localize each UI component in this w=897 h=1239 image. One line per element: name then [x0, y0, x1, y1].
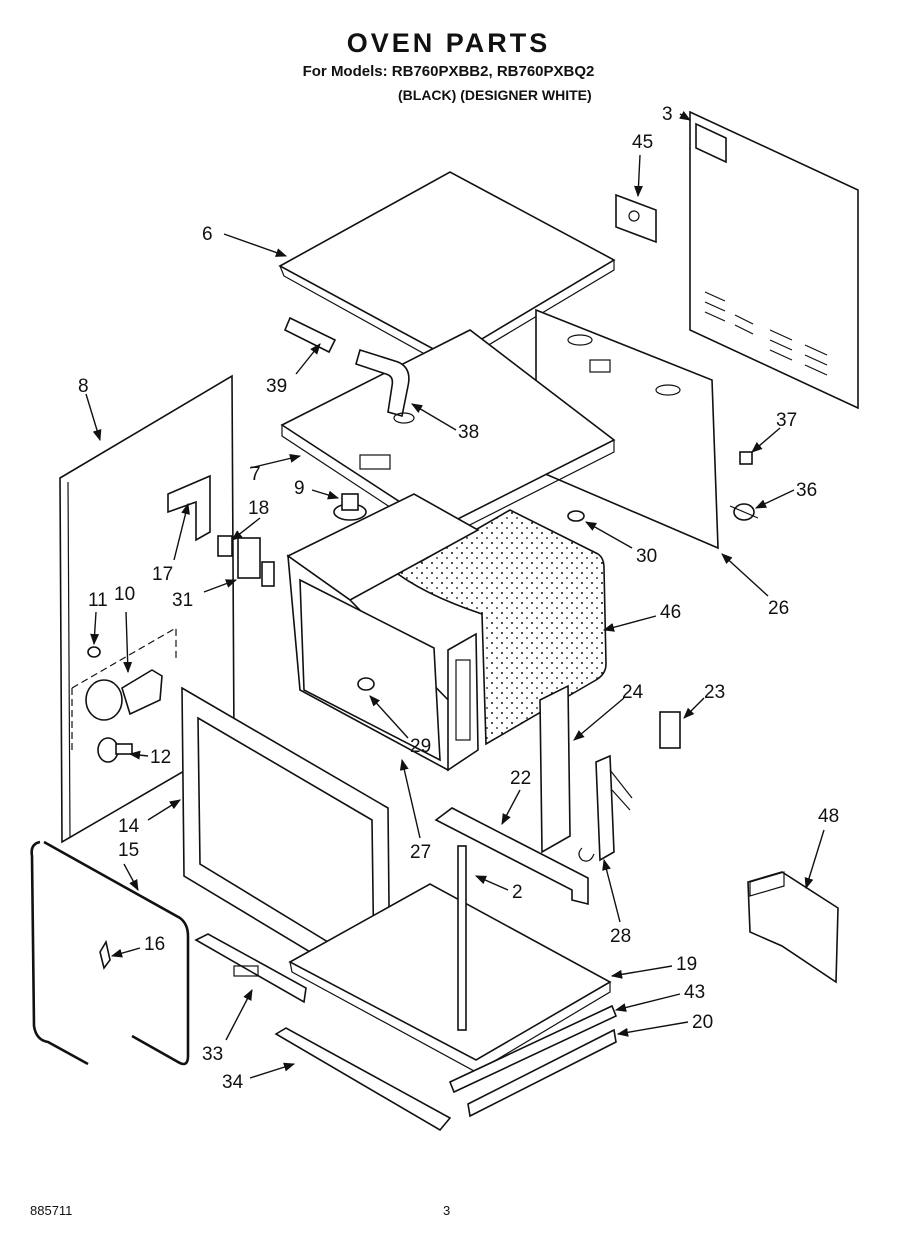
callout-27: 27 [410, 842, 431, 863]
part-hinge-28 [578, 754, 633, 862]
callout-8: 8 [78, 376, 89, 397]
callout-12: 12 [150, 747, 171, 768]
callout-28: 28 [610, 926, 631, 947]
callout-9: 9 [294, 478, 305, 499]
callout-6: 6 [202, 224, 213, 245]
callout-3: 3 [662, 104, 673, 125]
callout-29: 29 [410, 736, 431, 757]
part-bracket-23 [659, 711, 681, 749]
model-line: For Models: RB760PXBB2, RB760PXBQ2 [302, 63, 595, 80]
callout-34: 34 [222, 1072, 244, 1093]
callout-46: 46 [660, 602, 681, 623]
callout-15: 15 [118, 840, 139, 861]
callout-20: 20 [692, 1012, 713, 1033]
callout-48: 48 [818, 806, 839, 827]
callout-33: 33 [202, 1044, 223, 1065]
page-title: OVEN PARTS [346, 28, 551, 58]
callout-19: 19 [676, 954, 697, 975]
part-base-20 [467, 1028, 617, 1118]
part-bracket-17 [167, 474, 211, 542]
leader-lines [85, 110, 825, 1079]
part-rod-2 [457, 845, 467, 1031]
part-light-assembly [71, 626, 177, 763]
part-element-9 [333, 493, 367, 521]
callout-10: 10 [114, 584, 135, 605]
callout-43: 43 [684, 982, 705, 1003]
callout-14: 14 [118, 816, 140, 837]
part-oven-cavity [286, 493, 480, 772]
callout-31: 31 [172, 590, 193, 611]
part-door-gasket [30, 840, 190, 1066]
callout-24: 24 [622, 682, 644, 703]
part-base-43 [448, 1004, 618, 1094]
callout-38: 38 [458, 422, 479, 443]
callout-17: 17 [152, 564, 173, 585]
part-thermostat-36 [729, 503, 759, 521]
callout-45: 45 [632, 132, 653, 153]
model-colors: (BLACK) (DESIGNER WHITE) [398, 87, 592, 103]
callout-labels: 3 45 6 39 38 8 37 36 7 9 18 17 31 30 26 … [78, 104, 839, 1093]
callout-26: 26 [768, 598, 789, 619]
callout-16: 16 [144, 934, 165, 955]
footer-code: 885711 [30, 1203, 73, 1218]
part-bracket-45 [615, 193, 657, 244]
part-trim-34 [274, 1027, 452, 1132]
callout-18: 18 [248, 498, 269, 519]
part-rail-22 [434, 807, 589, 906]
callout-37: 37 [776, 410, 797, 431]
callout-23: 23 [704, 682, 725, 703]
part-hinge-support-24 [539, 684, 571, 854]
callout-7: 7 [250, 464, 261, 485]
part-rear-panel [689, 110, 859, 410]
part-vent-tube [283, 316, 415, 424]
callout-39: 39 [266, 376, 287, 397]
part-grommet-30 [567, 510, 585, 522]
callout-36: 36 [796, 480, 817, 501]
part-clip-37 [739, 451, 753, 465]
callout-11: 11 [88, 590, 108, 611]
part-switch-18 [217, 535, 275, 587]
part-vent-33 [194, 933, 307, 1004]
callout-2: 2 [512, 882, 523, 903]
footer-page: 3 [443, 1203, 451, 1218]
part-front-frame [181, 686, 391, 1002]
callout-30: 30 [636, 546, 657, 567]
callout-22: 22 [510, 768, 531, 789]
part-cover-48 [747, 871, 839, 984]
